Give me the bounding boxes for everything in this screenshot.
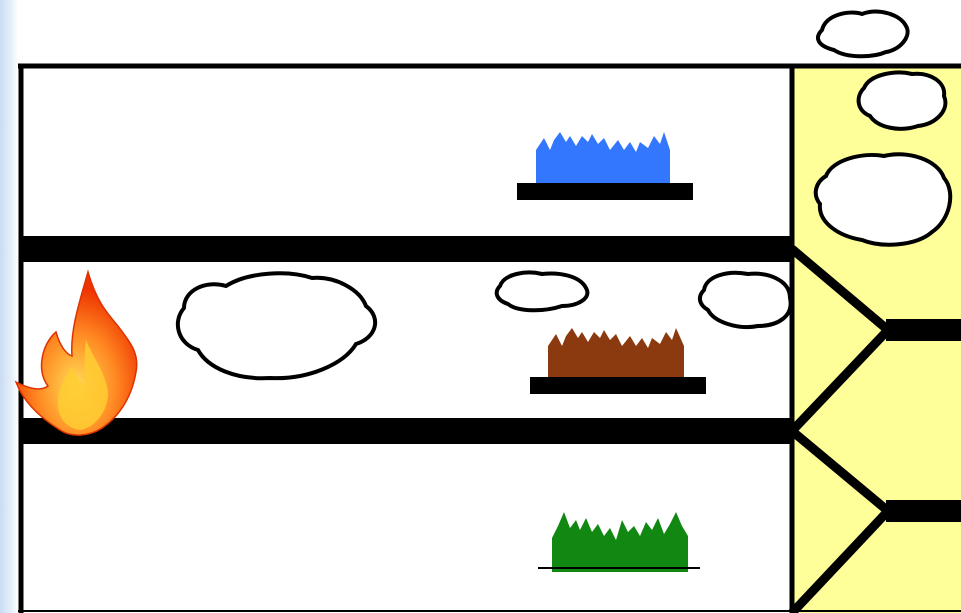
people-group-top [517,132,693,200]
building-outline [18,66,961,613]
floor-slab-lower [21,418,792,444]
shaft-branches [792,249,888,613]
smoke-cloud-icon [816,154,950,244]
platform [530,377,706,394]
smoke-cloud-icon [497,273,588,311]
fire-icon [16,272,137,435]
people-group-icon [548,328,684,378]
smoke-cloud-icon [700,273,791,327]
people-group-icon [536,132,670,184]
smoke-cloud-icon [178,273,375,378]
floor-slab-upper [21,236,792,262]
people-group-icon [552,512,688,572]
shaft-branch-lower [886,500,961,522]
smoke-cloud-icon [818,12,908,57]
shaft-branch-upper [886,319,961,341]
people-group-bottom [538,512,700,572]
platform [517,183,693,200]
people-group-middle [530,328,706,394]
smoke-cloud-icon [859,73,946,129]
